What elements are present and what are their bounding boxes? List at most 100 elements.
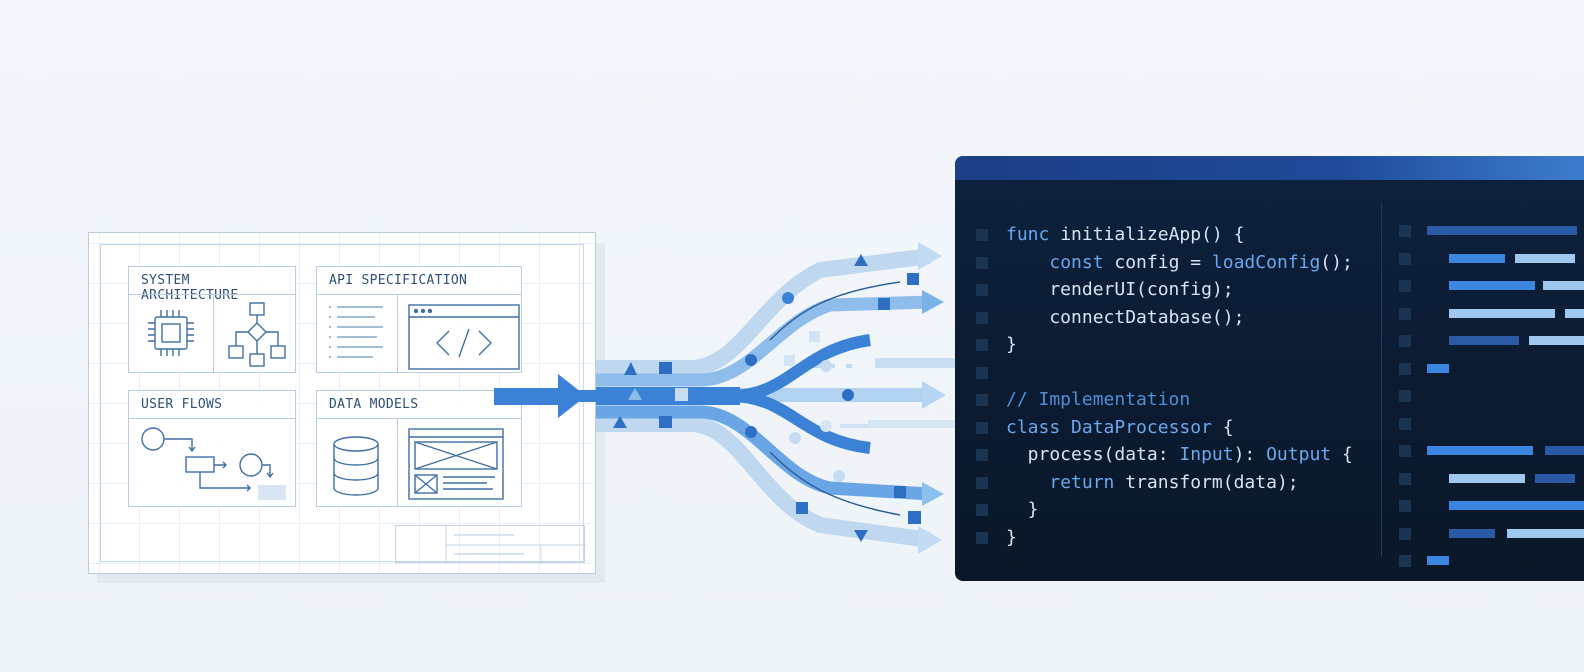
arrowhead-icon <box>922 482 944 506</box>
code-token <box>1006 252 1049 273</box>
code-token: Output <box>1266 444 1332 465</box>
minimap-line <box>1427 363 1449 373</box>
minimap-marker <box>1399 445 1411 457</box>
code-line: class DataProcessor { <box>1006 417 1234 439</box>
editor-title-bar <box>955 156 1584 180</box>
flow-band-bottom <box>596 416 932 548</box>
title-block <box>395 525 586 564</box>
gutter-marker <box>976 531 988 544</box>
gutter-marker <box>976 284 988 296</box>
flow-strand-lower <box>596 405 931 501</box>
panel-title: SYSTEM ARCHITECTURE <box>141 273 239 303</box>
code-window-icon <box>408 304 520 370</box>
document-lines-icon <box>329 306 383 358</box>
code-line: connectDatabase(); <box>1006 307 1244 329</box>
minimap-line <box>1449 473 1525 483</box>
code-line: } <box>1006 527 1017 549</box>
gutter-marker <box>976 366 988 379</box>
minimap-line <box>1545 446 1584 455</box>
wireframe-icon <box>408 428 504 500</box>
panel-system-architecture: SYSTEM ARCHITECTURE <box>128 266 296 373</box>
arrowhead-icon <box>918 242 942 270</box>
gutter-marker <box>976 394 988 406</box>
code-token: connectDatabase(); <box>1006 306 1245 328</box>
code-token: renderUI(config); <box>1006 279 1234 300</box>
user-flow-icon <box>141 427 286 500</box>
minimap-line <box>1529 336 1584 345</box>
minimap-line <box>1449 501 1584 510</box>
code-line: func initializeApp() { <box>1006 224 1244 246</box>
code-token: (); <box>1320 251 1353 273</box>
minimap-line <box>1427 226 1577 235</box>
minimap-line <box>1535 473 1575 483</box>
code-token: Input <box>1179 444 1234 465</box>
minimap-separator <box>1381 202 1382 557</box>
panel-title: DATA MODELS <box>329 397 419 412</box>
flow-band-top <box>596 248 932 376</box>
gutter-marker <box>976 504 988 516</box>
gutter-marker <box>976 256 988 269</box>
minimap-marker <box>1399 335 1411 347</box>
minimap-line <box>1449 253 1505 263</box>
minimap-line <box>1449 281 1535 290</box>
minimap-marker <box>1399 500 1411 512</box>
code-line: renderUI(config); <box>1006 279 1234 301</box>
gutter-marker <box>976 476 988 489</box>
main-arrow-icon <box>558 374 586 418</box>
flow-strand-upper <box>596 295 931 387</box>
code-token: class <box>1006 416 1061 438</box>
minimap-marker <box>1399 252 1411 265</box>
minimap-marker <box>1399 225 1411 237</box>
gutter-marker <box>976 421 988 434</box>
panel-title: API SPECIFICATION <box>329 273 468 288</box>
code-token: } <box>1006 499 1039 520</box>
minimap-line <box>1515 253 1575 263</box>
panel-api-specification: API SPECIFICATION <box>316 266 522 373</box>
minimap-marker <box>1399 307 1411 320</box>
code-token: { <box>1331 444 1353 465</box>
code-line: process(data: Input): Output { <box>1006 444 1353 466</box>
code-token: { <box>1211 416 1234 438</box>
gutter-marker <box>976 339 988 351</box>
code-line: return transform(data); <box>1006 471 1299 494</box>
code-token: const <box>1049 251 1104 273</box>
code-line: // Implementation <box>1006 389 1190 411</box>
arrowhead-icon <box>922 290 944 314</box>
minimap-marker <box>1399 280 1411 292</box>
code-token: DataProcessor <box>1071 416 1212 438</box>
minimap-line <box>1449 336 1519 345</box>
minimap-marker <box>1399 390 1411 402</box>
blueprint-border <box>100 244 584 562</box>
code-token: return <box>1049 471 1115 493</box>
code-token <box>1006 472 1049 493</box>
code-token: config = <box>1103 251 1212 273</box>
flow-core <box>494 334 871 454</box>
code-token: // Implementation <box>1006 389 1191 410</box>
flow-markers <box>613 254 921 542</box>
gutter-marker <box>976 229 988 241</box>
code-token: initializeApp() { <box>1049 224 1245 245</box>
minimap-line <box>1427 556 1449 565</box>
minimap-marker <box>1399 555 1411 567</box>
minimap-line <box>1449 308 1555 318</box>
code-token <box>1060 417 1071 438</box>
code-token: } <box>1006 526 1017 548</box>
panel-user-flows: USER FLOWS <box>128 390 296 507</box>
minimap-line <box>1507 528 1584 538</box>
gutter-marker <box>976 311 988 324</box>
minimap-marker <box>1399 362 1411 375</box>
minimap-line <box>1449 528 1495 538</box>
code-token: transform(data); <box>1114 471 1299 493</box>
gutter-marker <box>976 449 988 461</box>
minimap-marker <box>1399 472 1411 485</box>
code-line: const config = loadConfig(); <box>1006 251 1353 274</box>
code-token: ): <box>1233 444 1267 465</box>
code-token: } <box>1006 334 1017 355</box>
flowchart-icon <box>228 302 286 367</box>
code-token: func <box>1006 224 1050 245</box>
panel-title: USER FLOWS <box>141 397 223 412</box>
flow-diagram <box>494 242 958 554</box>
minimap-line <box>1543 281 1584 290</box>
code-token: loadConfig <box>1211 251 1321 273</box>
minimap-marker <box>1399 417 1411 430</box>
